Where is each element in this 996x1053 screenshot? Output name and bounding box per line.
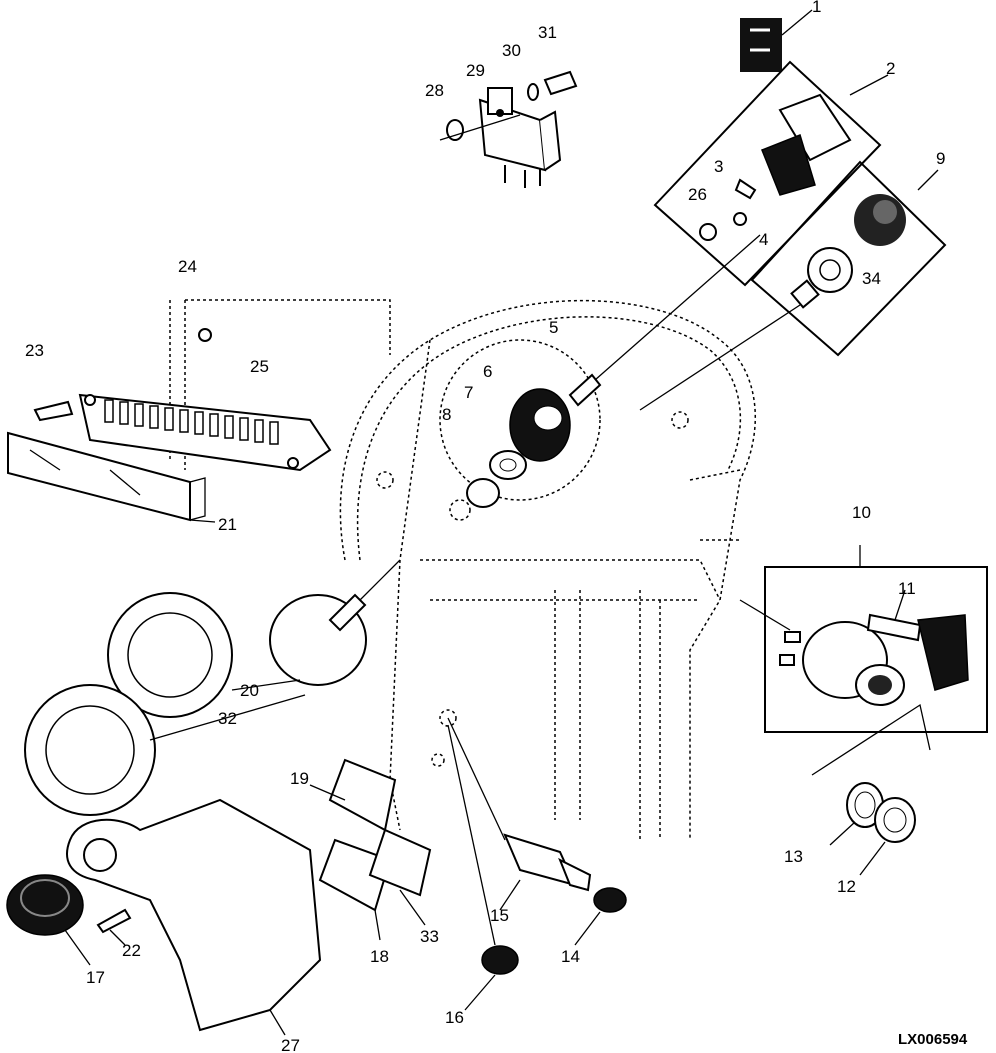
indicator-group-box-9 — [750, 160, 947, 357]
callout-4: 4 — [759, 230, 768, 249]
callout-22: 22 — [122, 941, 141, 960]
lens-21 — [7, 431, 216, 523]
callout-15: 15 — [490, 906, 509, 925]
callout-3: 3 — [714, 157, 723, 176]
indicator-block-25 — [33, 328, 332, 472]
callout-30: 30 — [502, 41, 521, 60]
bracket-27 — [66, 798, 322, 1036]
callout-20: 20 — [240, 681, 259, 700]
callout-labels: 1 2 3 4 5 6 7 8 9 10 11 12 13 14 15 16 1… — [25, 0, 945, 1053]
callout-25: 25 — [250, 357, 269, 376]
callout-13: 13 — [784, 847, 803, 866]
decal-part-1 — [740, 9, 813, 72]
callout-24: 24 — [178, 257, 197, 276]
callout-27: 27 — [281, 1036, 300, 1053]
callout-18: 18 — [370, 947, 389, 966]
callout-28: 28 — [425, 81, 444, 100]
pressure-switch-15 — [447, 717, 592, 911]
cap-14 — [574, 887, 627, 946]
rotary-switch-20-32 — [24, 559, 401, 816]
figure-code: LX006594 — [898, 1031, 968, 1048]
callout-8: 8 — [442, 405, 451, 424]
callout-17: 17 — [86, 968, 105, 987]
relays-18-19-33 — [309, 758, 432, 941]
callout-34: 34 — [862, 269, 881, 288]
relay-29 — [439, 70, 578, 188]
callout-1: 1 — [812, 0, 821, 16]
callout-14: 14 — [561, 947, 580, 966]
switch-group-box-2 — [653, 60, 889, 287]
cap-16 — [447, 724, 519, 1011]
callout-29: 29 — [466, 61, 485, 80]
horn-17 — [6, 874, 91, 966]
callout-19: 19 — [290, 769, 309, 788]
callout-5: 5 — [549, 318, 558, 337]
callout-6: 6 — [483, 362, 492, 381]
callout-33: 33 — [420, 927, 439, 946]
callout-16: 16 — [445, 1008, 464, 1027]
screw-22 — [96, 908, 132, 946]
callout-11: 11 — [898, 579, 916, 598]
callout-7: 7 — [464, 383, 473, 402]
knob-assembly — [466, 234, 801, 508]
callout-2: 2 — [886, 59, 895, 78]
callout-21: 21 — [218, 515, 237, 534]
callout-12: 12 — [837, 877, 856, 896]
callout-23: 23 — [25, 341, 44, 360]
callout-26: 26 — [688, 185, 707, 204]
callout-10: 10 — [852, 503, 871, 522]
washers-12-13 — [811, 703, 931, 876]
ignition-switch-box-10 — [739, 545, 988, 733]
callout-32: 32 — [218, 709, 237, 728]
callout-9: 9 — [936, 149, 945, 168]
dash-panel-outline — [169, 299, 756, 840]
callout-31: 31 — [538, 23, 557, 42]
